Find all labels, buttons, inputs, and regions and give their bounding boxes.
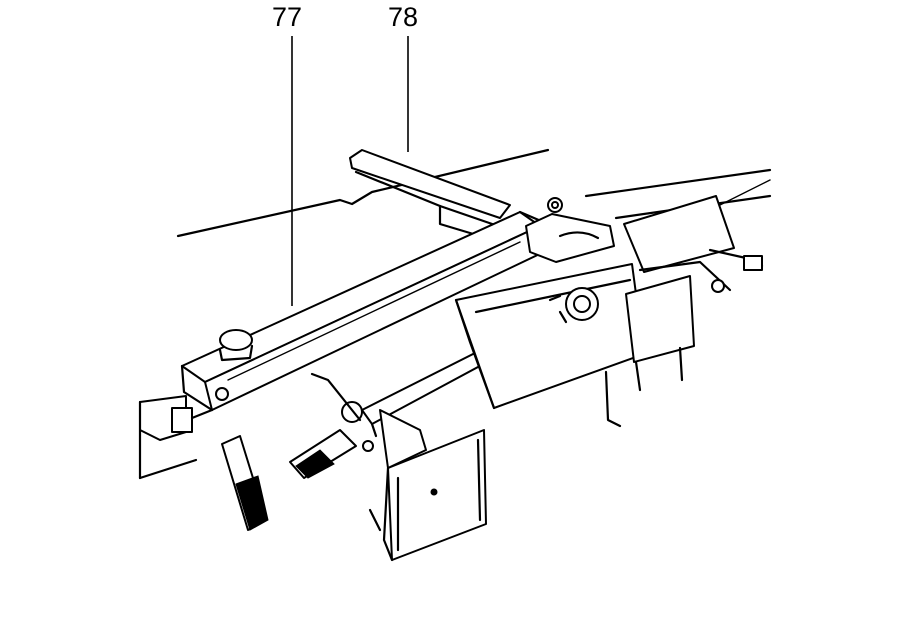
rail-clamp-block <box>525 197 615 263</box>
callout-label-77: 77 <box>272 2 303 32</box>
left-table-plate <box>138 458 382 532</box>
left-lever-handle <box>221 435 269 531</box>
right-end-bracket <box>623 195 764 363</box>
left-bracket <box>138 387 229 480</box>
front-feed-handle <box>289 372 374 479</box>
callout-label-78: 78 <box>388 2 419 32</box>
rail-knob-left <box>218 329 254 362</box>
stand-legs <box>379 346 684 562</box>
planer-housing <box>454 263 645 410</box>
